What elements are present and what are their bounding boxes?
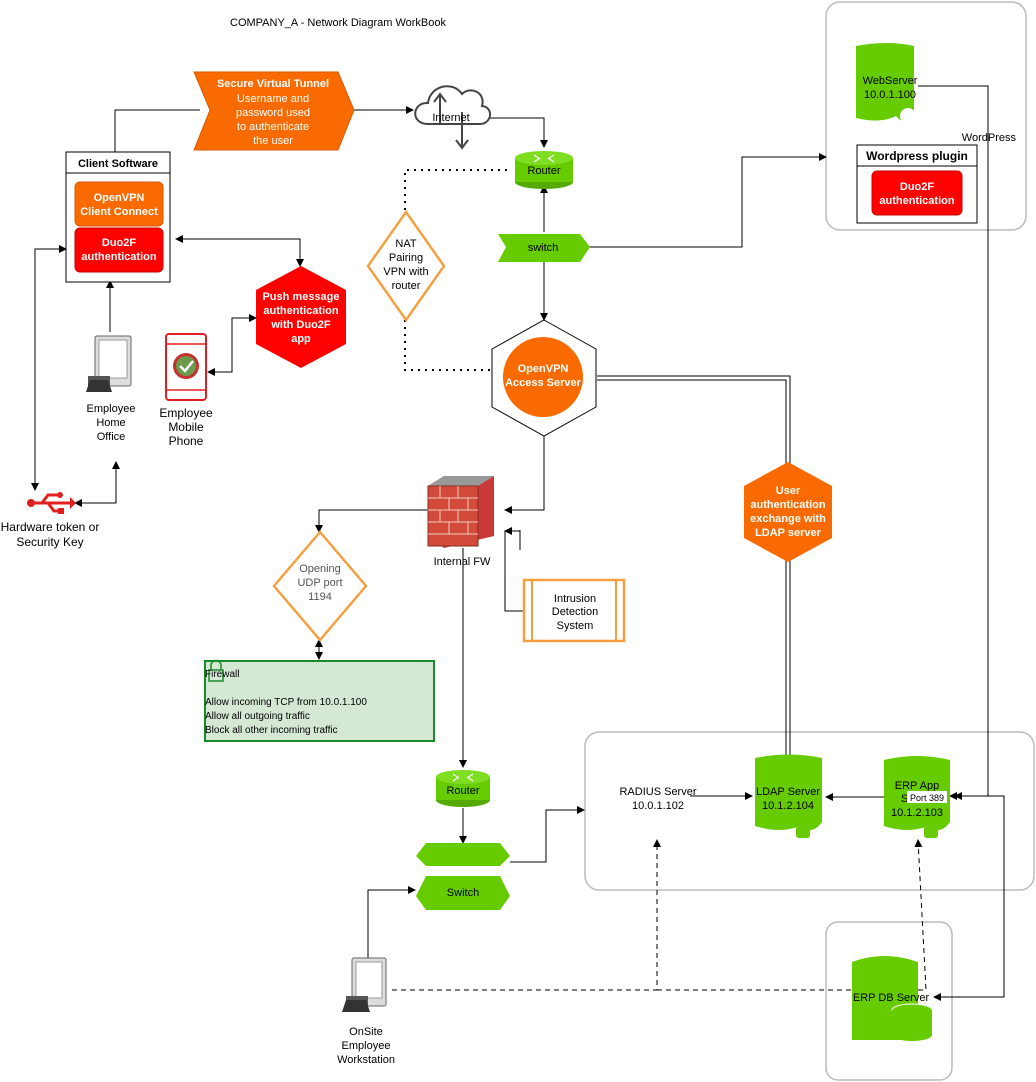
ldap-exchange-line-2: authentication xyxy=(750,499,825,511)
erp-port-label: Port 389 xyxy=(910,793,944,803)
wp-duo-line-2: authentication xyxy=(879,195,954,207)
firewall-rule-2: Allow all outgoing traffic xyxy=(205,711,310,722)
client-duo-line-1: Duo2F xyxy=(102,237,137,249)
secure-tunnel-shape: Secure Virtual Tunnel Username and passw… xyxy=(193,71,355,151)
tunnel-line-5: the user xyxy=(253,135,293,147)
internal-fw-label: Internal FW xyxy=(434,556,491,568)
openvpn-server-line-1: OpenVPN xyxy=(518,363,569,375)
workstation-line-3: Workstation xyxy=(337,1054,395,1066)
wp-duo-line-1: Duo2F xyxy=(900,181,935,193)
ldap-exchange-hexagon: User authentication exchange with LDAP s… xyxy=(744,462,832,562)
firewall-rules-title: Firewall xyxy=(205,669,239,680)
erp-app-line-2: S xyxy=(901,793,908,805)
usb-token-icon xyxy=(27,492,76,514)
router-top: Router xyxy=(515,151,573,189)
workstation-line-1: OnSite xyxy=(349,1026,383,1038)
push-line-1: Push message xyxy=(262,291,339,303)
openvpn-server-line-2: Access Server xyxy=(505,377,582,389)
udp-line-1: Opening xyxy=(299,563,341,575)
home-office-computer-icon: Employee Home Office xyxy=(86,335,136,443)
client-software-box: Client Software OpenVPN Client Connect D… xyxy=(65,151,171,283)
intrusion-detection-box: Intrusion Detection System xyxy=(522,578,626,643)
openvpn-access-server: OpenVPN Access Server xyxy=(491,319,597,437)
radius-server: RADIUS Server 10.0.1.102 xyxy=(619,786,696,812)
home-office-line-3: Office xyxy=(97,431,126,443)
internet-label: Internet xyxy=(432,112,469,124)
tunnel-line-3: password used xyxy=(236,107,310,119)
switch-top-label: switch xyxy=(528,242,559,254)
workstation-line-2: Employee xyxy=(342,1040,391,1052)
tunnel-line-2: Username and xyxy=(237,93,309,105)
mobile-line-1: Employee xyxy=(159,406,213,420)
udp-port-diamond: Opening UDP port 1194 xyxy=(272,530,368,642)
nat-line-3: VPN with xyxy=(383,266,428,278)
switch-top: switch xyxy=(498,234,590,262)
diagram-title: COMPANY_A - Network Diagram WorkBook xyxy=(230,17,446,29)
tunnel-line-4: to authenticate xyxy=(237,121,309,133)
mobile-line-2: Mobile xyxy=(168,420,204,434)
firewall-icon: Internal FW xyxy=(427,476,494,568)
router-bottom-label: Router xyxy=(446,785,479,797)
client-duo-line-2: authentication xyxy=(81,251,156,263)
lock-icon xyxy=(208,659,224,682)
router-top-label: Router xyxy=(527,165,560,177)
udp-line-3: 1194 xyxy=(308,591,332,603)
home-office-line-2: Home xyxy=(96,417,125,429)
erp-db-server-icon: ERP DB Server xyxy=(852,956,933,1041)
nat-line-1: NAT xyxy=(395,238,416,250)
home-office-line-1: Employee xyxy=(87,403,136,415)
push-line-2: authentication xyxy=(263,305,338,317)
webserver-line-2: 10.0.1.100 xyxy=(864,89,916,101)
ids-line-3: System xyxy=(557,620,594,632)
openvpn-client-line-2: Client Connect xyxy=(80,206,158,218)
push-message-hexagon: Push message authentication with Duo2F a… xyxy=(256,266,346,368)
openvpn-client-line-1: OpenVPN xyxy=(94,192,145,204)
router-bottom: Router xyxy=(436,770,490,807)
mobile-phone-icon: Employee Mobile Phone xyxy=(159,333,213,448)
nat-line-4: router xyxy=(392,280,421,292)
erp-db-label: ERP DB Server xyxy=(853,992,930,1004)
firewall-rule-3: Block all other incoming traffic xyxy=(205,725,338,736)
wordpress-plugin-box: Wordpress plugin Duo2F authentication xyxy=(856,144,978,224)
erp-app-server-icon: ERP App S 10.1.2.103 Port 389 xyxy=(884,756,950,838)
nat-diamond: NAT Pairing VPN with router xyxy=(366,209,446,323)
ids-line-1: Intrusion xyxy=(554,593,596,605)
radius-line-2: 10.0.1.102 xyxy=(632,800,684,812)
onsite-workstation-icon: OnSite Employee Workstation xyxy=(337,957,395,1066)
wordpress-plugin-title: Wordpress plugin xyxy=(866,149,968,163)
nat-line-2: Pairing xyxy=(389,252,423,264)
wordpress-label: WordPress xyxy=(962,132,1017,144)
ldap-exchange-line-4: LDAP server xyxy=(755,527,822,539)
ldap-line-1: LDAP Server xyxy=(756,786,820,798)
ldap-exchange-line-3: exchange with xyxy=(750,513,826,525)
ldap-server-icon: LDAP Server 10.1.2.104 xyxy=(755,754,822,838)
udp-line-2: UDP port xyxy=(297,577,342,589)
firewall-rule-1: Allow incoming TCP from 10.0.1.100 xyxy=(205,697,367,708)
tunnel-line-1: Secure Virtual Tunnel xyxy=(217,78,329,90)
mobile-line-3: Phone xyxy=(169,434,204,448)
switch-bottom: Switch xyxy=(416,843,510,910)
webserver-line-1: WebServer xyxy=(863,75,918,87)
push-line-4: app xyxy=(291,333,311,345)
internet-cloud-icon: Internet xyxy=(414,85,491,150)
ldap-line-2: 10.1.2.104 xyxy=(762,800,814,812)
firewall-rules-note: Firewall Allow incoming TCP from 10.0.1.… xyxy=(204,659,435,742)
hardware-token-line-2: Security Key xyxy=(16,535,83,549)
erp-app-line-1: ERP App xyxy=(895,780,939,792)
hardware-token-line-1: Hardware token or xyxy=(1,520,100,534)
client-software-title: Client Software xyxy=(78,158,158,170)
ldap-exchange-line-1: User xyxy=(776,485,801,497)
erp-app-line-3: 10.1.2.103 xyxy=(891,807,943,819)
push-line-3: with Duo2F xyxy=(270,319,331,331)
webserver-icon: WebServer 10.0.1.100 xyxy=(856,43,918,124)
connectors xyxy=(31,85,1005,1001)
switch-bottom-label: Switch xyxy=(447,887,479,899)
ids-line-2: Detection xyxy=(552,606,598,618)
radius-line-1: RADIUS Server xyxy=(619,786,696,798)
